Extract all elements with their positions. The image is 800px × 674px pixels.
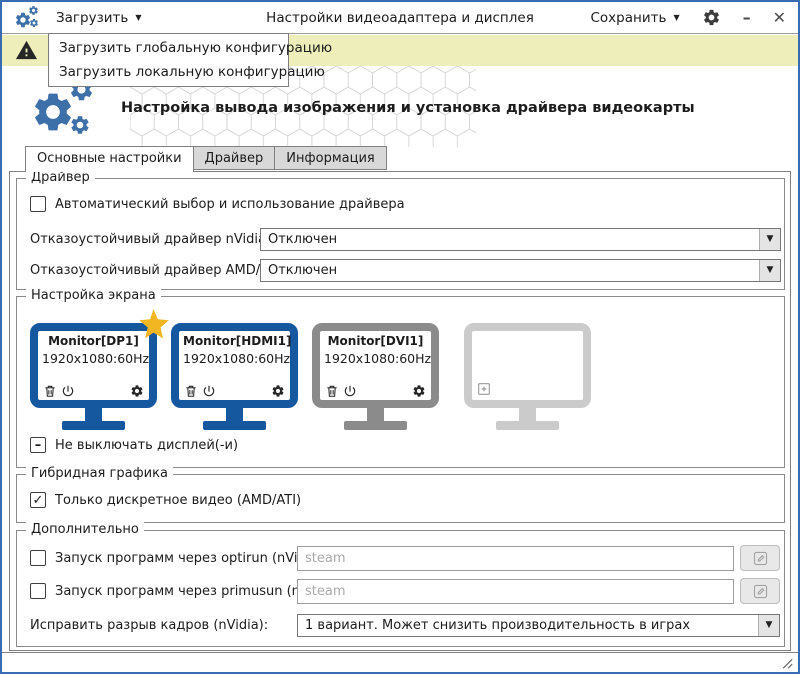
caret-down-icon: ▼ [766, 265, 774, 275]
tab-bar: Основные настройки Драйвер Информация [25, 146, 387, 172]
auto-driver-checkbox[interactable] [30, 196, 46, 212]
group-hybrid-legend: Гибридная графика [26, 466, 173, 481]
amd-failsafe-value: Отключен [268, 263, 338, 278]
group-extra-legend: Дополнительно [26, 522, 144, 537]
power-icon[interactable] [61, 384, 75, 398]
tearing-fix-select[interactable]: 1 вариант. Может снизить производительно… [297, 614, 780, 637]
amd-failsafe-select[interactable]: Отключен ▼ [260, 259, 781, 282]
power-icon[interactable] [202, 384, 216, 398]
monitor-stand [519, 408, 536, 421]
caret-down-icon: ▼ [135, 12, 142, 22]
monitor-name: Monitor[DP1] [48, 334, 139, 348]
menu-item-load-local[interactable]: Загрузить локальную конфигурацию [59, 64, 325, 80]
tab-main-settings[interactable]: Основные настройки [25, 146, 194, 172]
monitor-stand [367, 408, 384, 421]
keep-displays-on-checkbox[interactable]: – [30, 437, 46, 453]
monitor-card-empty[interactable] [464, 323, 591, 430]
nvidia-failsafe-select[interactable]: Отключен ▼ [260, 228, 781, 251]
optirun-checkbox[interactable] [30, 550, 46, 566]
tearing-fix-value: 1 вариант. Может снизить производительно… [305, 618, 691, 633]
discrete-video-label: Только дискретное видео (AMD/ATI) [55, 492, 302, 508]
group-extra: Дополнительно Запуск программ через opti… [16, 522, 785, 647]
combo-arrow-button[interactable]: ▼ [758, 615, 779, 636]
save-menu-label: Сохранить [590, 9, 667, 26]
primusun-edit-button[interactable] [740, 578, 780, 604]
header-title: Настройка вывода изображения и установка… [121, 100, 695, 116]
monitor-card-dvi1[interactable]: Monitor[DVI1] 1920x1080:60Hz [312, 323, 439, 430]
monitor-base [344, 421, 407, 430]
load-menu-button[interactable]: Загрузить ▼ [56, 10, 142, 26]
tab-information[interactable]: Информация [274, 146, 387, 170]
tab-panel: Драйвер Автоматический выбор и использов… [9, 170, 791, 651]
tearing-fix-label: Исправить разрыв кадров (nVidia): [30, 618, 269, 633]
monitor-resolution: 1920x1080:60Hz [324, 351, 432, 366]
titlebar: Загрузить ▼ Настройки видеоадаптера и ди… [2, 2, 798, 34]
caret-down-icon: ▼ [673, 12, 680, 22]
monitor-gear-icon[interactable] [412, 384, 426, 398]
caret-down-icon: ▼ [765, 620, 773, 630]
tab-driver[interactable]: Драйвер [192, 146, 276, 170]
monitor-base [496, 421, 559, 430]
keep-displays-on-label: Не выключать дисплей(-и) [55, 437, 239, 453]
monitor-stand [226, 408, 243, 421]
nvidia-failsafe-label: Отказоустойчивый драйвер nVidia: [30, 232, 271, 247]
amd-failsafe-label: Отказоустойчивый драйвер AMD/ATI: [30, 263, 285, 278]
monitor-strip: Monitor[DP1] 1920x1080:60Hz Monitor[HDMI… [30, 323, 605, 430]
load-menu-label: Загрузить [56, 9, 129, 26]
optirun-command-input[interactable] [297, 546, 734, 571]
trash-icon[interactable] [184, 384, 198, 398]
primusun-checkbox[interactable] [30, 583, 46, 599]
monitor-base [203, 421, 266, 430]
power-icon[interactable] [343, 384, 357, 398]
discrete-video-checkbox[interactable]: ✓ [30, 492, 46, 508]
trash-icon[interactable] [325, 384, 339, 398]
warning-triangle-icon [15, 39, 38, 62]
minimize-button[interactable]: – [742, 7, 751, 27]
nvidia-failsafe-value: Отключен [268, 232, 338, 247]
monitor-name: Monitor[HDMI1] [183, 334, 292, 348]
resize-grip[interactable] [780, 656, 793, 669]
group-screen: Настройка экрана Monitor[DP1] 1920x1080:… [16, 288, 785, 468]
monitor-base [62, 421, 125, 430]
monitor-resolution: 1920x1080:60Hz [183, 351, 291, 366]
group-screen-legend: Настройка экрана [26, 288, 161, 303]
group-driver: Драйвер Автоматический выбор и использов… [16, 170, 785, 290]
group-driver-legend: Драйвер [26, 170, 95, 185]
monitor-resolution: 1920x1080:60Hz [42, 351, 150, 366]
pencil-icon [752, 550, 769, 567]
load-menu-popup: Загрузить глобальную конфигурацию Загруз… [48, 33, 333, 87]
primary-star-icon [135, 306, 172, 343]
monitor-stand [85, 408, 102, 421]
close-button[interactable]: ✕ [772, 7, 786, 27]
trash-icon[interactable] [43, 384, 57, 398]
combo-arrow-button[interactable]: ▼ [759, 260, 780, 281]
app-gears-logo-icon [14, 5, 42, 31]
monitor-gear-icon[interactable] [130, 384, 144, 398]
monitor-name: Monitor[DVI1] [327, 334, 424, 348]
save-menu-button[interactable]: Сохранить ▼ [591, 10, 680, 26]
primusun-label: Запуск программ через primusun (nVidia): [55, 583, 342, 599]
auto-driver-label: Автоматический выбор и использование дра… [55, 196, 405, 212]
caret-down-icon: ▼ [766, 234, 774, 244]
combo-arrow-button[interactable]: ▼ [759, 229, 780, 250]
window-title: Настройки видеоадаптера и дисплея [266, 9, 534, 26]
monitor-card-hdmi1[interactable]: Monitor[HDMI1] 1920x1080:60Hz [171, 323, 298, 430]
monitor-card-dp1[interactable]: Monitor[DP1] 1920x1080:60Hz [30, 323, 157, 430]
optirun-label: Запуск программ через optirun (nVidia): [55, 550, 327, 566]
optirun-edit-button[interactable] [740, 545, 780, 571]
settings-gear-button[interactable] [702, 8, 721, 27]
menu-item-load-global[interactable]: Загрузить глобальную конфигурацию [59, 40, 333, 56]
pencil-icon [752, 583, 769, 600]
status-bar [2, 652, 798, 672]
add-monitor-icon[interactable] [476, 381, 492, 397]
group-hybrid: Гибридная графика ✓ Только дискретное ви… [16, 466, 785, 523]
primusun-command-input[interactable] [297, 579, 734, 604]
monitor-gear-icon[interactable] [271, 384, 285, 398]
